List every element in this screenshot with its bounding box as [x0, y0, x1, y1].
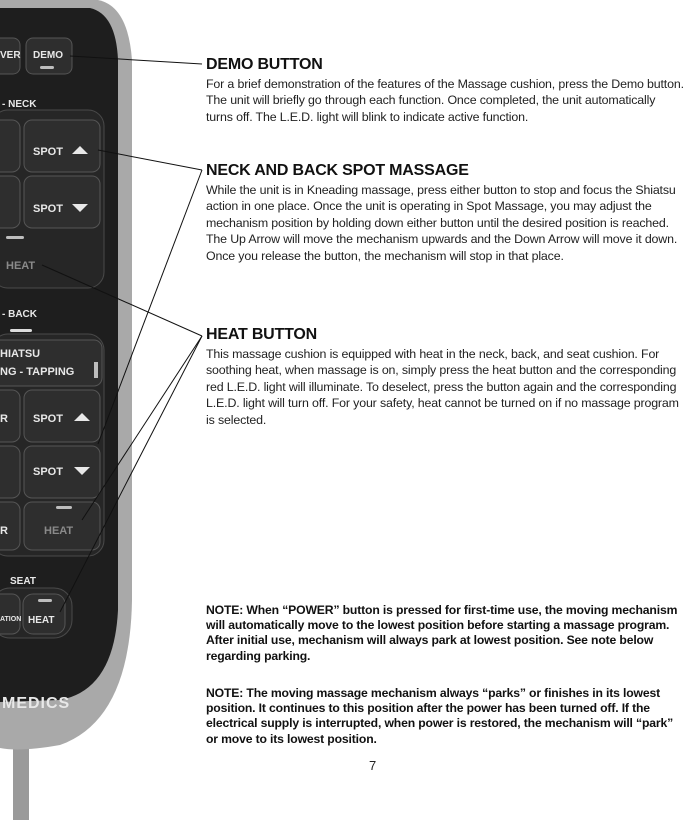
back-spot-down-label: SPOT — [33, 466, 63, 478]
note-parking: NOTE: The moving massage mechanism alway… — [206, 686, 674, 746]
brand-logo-text: MEDICS — [2, 695, 70, 712]
demo-section: DEMO BUTTON For a brief demonstration of… — [206, 56, 684, 125]
heat-section: HEAT BUTTON This massage cushion is equi… — [206, 326, 684, 428]
back-left-button-2[interactable] — [0, 445, 21, 499]
neck-spot-down-label: SPOT — [33, 203, 63, 215]
heat-heading: HEAT BUTTON — [206, 326, 317, 343]
power-button-label: VER — [0, 50, 21, 61]
seat-heat-button-label: HEAT — [28, 615, 54, 626]
spot-massage-heading: NECK AND BACK SPOT MASSAGE — [206, 162, 469, 179]
arrow-up-icon — [72, 146, 88, 154]
shiatsu-tapping-button[interactable] — [0, 339, 103, 387]
tapping-label: NG - TAPPING — [0, 366, 74, 378]
back-led — [10, 329, 32, 332]
demo-led — [40, 66, 54, 69]
spot-massage-section: NECK AND BACK SPOT MASSAGE While the uni… — [206, 162, 684, 264]
vibration-button[interactable] — [0, 593, 21, 635]
neck-left-button-bottom[interactable] — [0, 175, 21, 229]
back-heat-button-label: HEAT — [44, 525, 73, 537]
shiatsu-label: HIATSU — [0, 348, 40, 360]
heat-body: This massage cushion is equipped with he… — [206, 347, 679, 427]
back-section-label: - BACK — [2, 309, 38, 320]
back-r-label-2: R — [0, 525, 8, 537]
vibration-label: ATION — [0, 616, 21, 623]
power-button[interactable] — [0, 37, 21, 75]
seat-heat-button[interactable] — [22, 593, 66, 635]
back-heat-led — [56, 506, 72, 509]
remote-control-illustration: MEDICS VER DEMO - NECK SPOT SPOT HEAT - … — [0, 0, 132, 820]
page-number: 7 — [369, 758, 377, 773]
neck-heat-led — [6, 236, 24, 239]
back-left-button-1[interactable] — [0, 389, 21, 443]
scroll-indicator — [94, 362, 98, 378]
spot-massage-body: While the unit is in Kneading massage, p… — [206, 183, 678, 263]
neck-heat-button-label[interactable]: HEAT — [6, 260, 35, 272]
remote-cable — [13, 730, 29, 820]
demo-body: For a brief demonstration of the feature… — [206, 77, 684, 124]
neck-spot-up-label: SPOT — [33, 146, 63, 158]
neck-left-button-top[interactable] — [0, 119, 21, 173]
demo-heading: DEMO BUTTON — [206, 56, 323, 73]
neck-spot-down-button[interactable] — [23, 175, 101, 229]
seat-section-label: SEAT — [10, 576, 36, 587]
back-spot-up-label: SPOT — [33, 413, 63, 425]
neck-spot-up-button[interactable] — [23, 119, 101, 173]
seat-heat-led — [38, 599, 52, 602]
neck-section-label: - NECK — [2, 99, 37, 110]
note-first-use: NOTE: When “POWER” button is pressed for… — [206, 603, 678, 663]
arrow-down-icon — [72, 204, 88, 212]
back-left-button-3[interactable] — [0, 501, 21, 551]
demo-button-label: DEMO — [33, 50, 63, 61]
back-r-label-1: R — [0, 413, 8, 425]
